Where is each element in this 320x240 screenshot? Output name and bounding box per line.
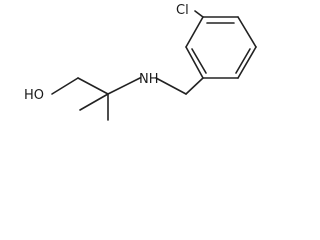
ring-bond-6 [185, 16, 204, 48]
chlorine-atom-label: Cl [176, 3, 189, 18]
bond-ring-to-cl [194, 10, 204, 18]
hydroxyl-atom-label: HO [24, 88, 44, 103]
ring-bond-5 [185, 46, 204, 79]
bond-c-to-ch2 [77, 77, 109, 95]
ring-bond-3 [237, 46, 257, 79]
bond-c-to-methyl-left [79, 93, 109, 111]
bond-ring-to-ch2 [185, 77, 204, 95]
ring-double-bond-right [235, 48, 251, 74]
ring-bond-2 [237, 16, 257, 48]
ring-double-bond-left [191, 48, 207, 74]
bond-n-to-c [107, 77, 141, 95]
chemical-structure: Cl NH HO [24, 3, 257, 121]
bond-ch2-to-o [51, 77, 79, 95]
amine-atom-label: NH [139, 72, 159, 87]
benzene-ring [185, 16, 257, 79]
bond-ch2-to-n [155, 77, 187, 95]
